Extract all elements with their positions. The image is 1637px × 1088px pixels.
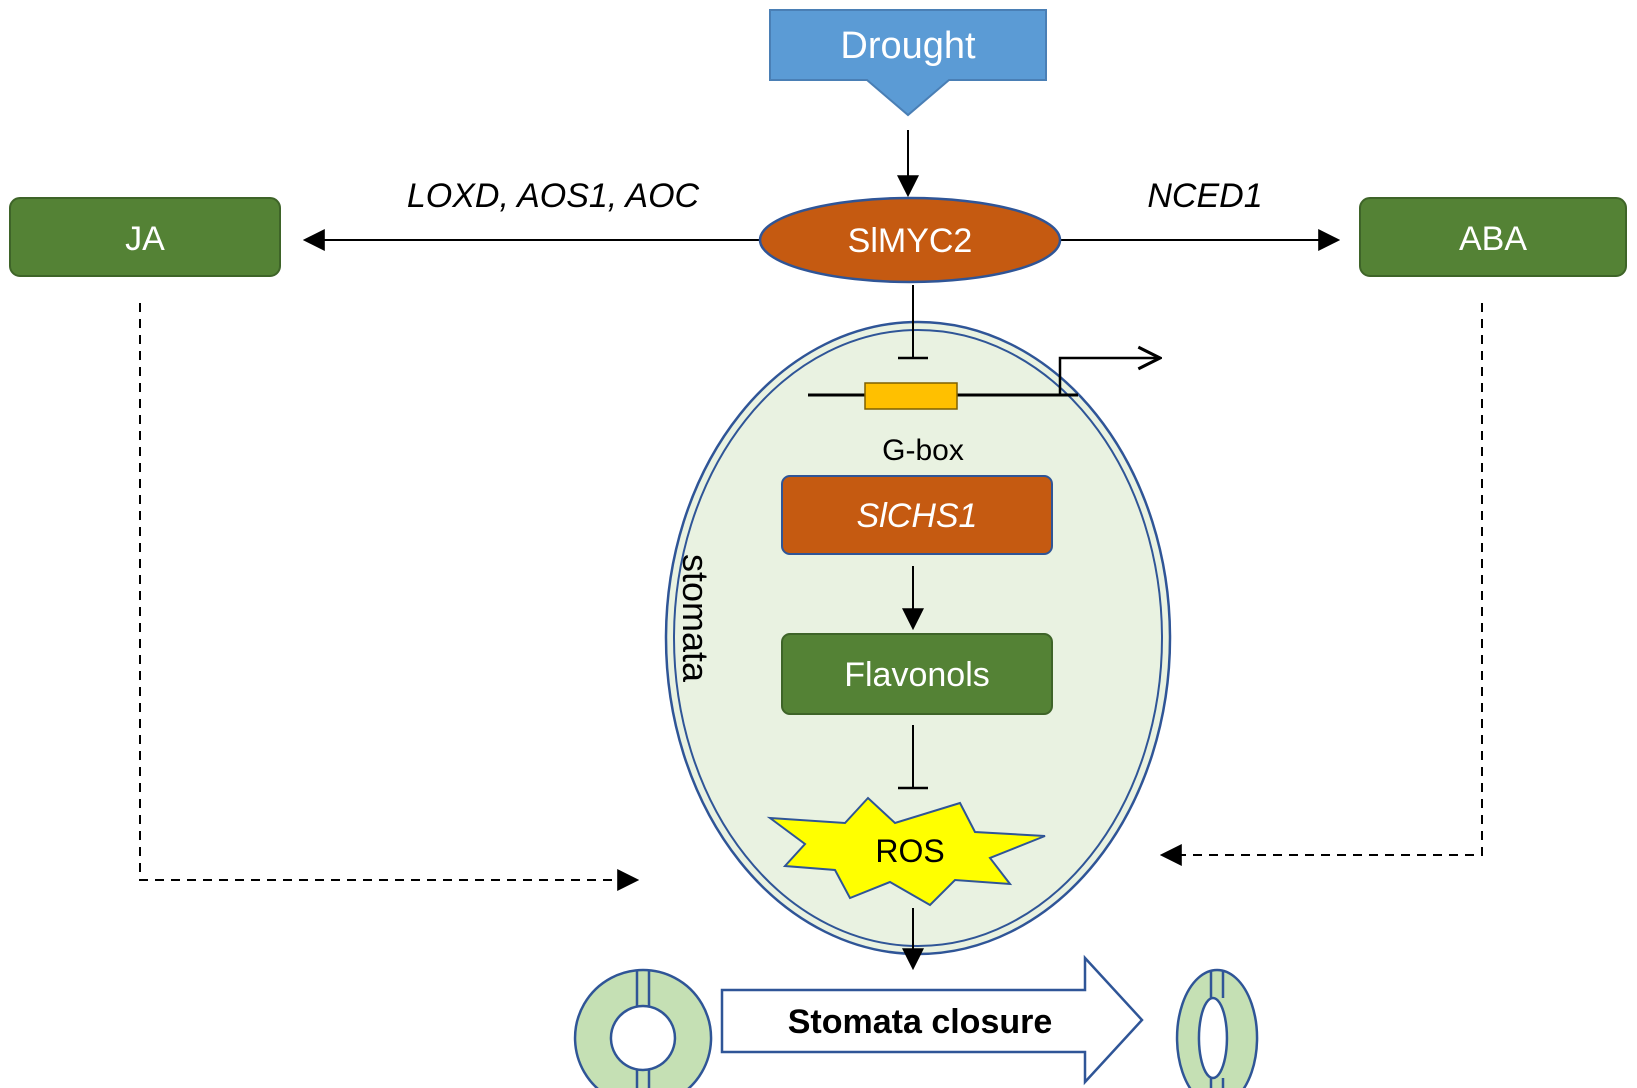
promoter-dna xyxy=(808,358,1160,410)
transcription-start-arrow xyxy=(1058,358,1160,395)
open-stoma-icon xyxy=(573,968,713,1088)
ja-node: JA xyxy=(9,197,281,277)
stomata-closure-arrow: Stomata closure xyxy=(720,954,1144,1086)
closed-stoma-icon xyxy=(1175,968,1259,1088)
aba-to-stomata-dashed-arrow xyxy=(1159,303,1483,866)
slchs1-label: SlCHS1 xyxy=(857,497,978,535)
drought-label: Drought xyxy=(840,25,976,67)
flavonols-label: Flavonols xyxy=(844,656,990,694)
ja-genes-label: LOXD, AOS1, AOC xyxy=(407,177,700,215)
ros-node: ROS xyxy=(766,796,1046,907)
slmyc2-label: SlMYC2 xyxy=(848,222,973,260)
slmyc2-node: SlMYC2 xyxy=(758,196,1062,284)
stomata-closure-label: Stomata closure xyxy=(788,1003,1053,1041)
slchs1-node: SlCHS1 xyxy=(781,475,1053,555)
flavonols-inhibits-ros xyxy=(898,725,928,790)
drought-node: Drought xyxy=(769,9,1047,117)
gbox-element xyxy=(864,382,958,410)
stomata-label: stomata xyxy=(675,554,716,683)
ja-label: JA xyxy=(125,220,165,258)
aba-genes-label: NCED1 xyxy=(1147,177,1262,215)
ja-to-stomata-dashed-arrow xyxy=(139,303,640,891)
slmyc2-inhibits-gbox xyxy=(898,285,928,360)
gbox-label: G-box xyxy=(882,434,964,467)
aba-node: ABA xyxy=(1359,197,1627,277)
ros-label: ROS xyxy=(875,833,944,869)
flavonols-node: Flavonols xyxy=(781,633,1053,715)
aba-label: ABA xyxy=(1459,220,1527,258)
